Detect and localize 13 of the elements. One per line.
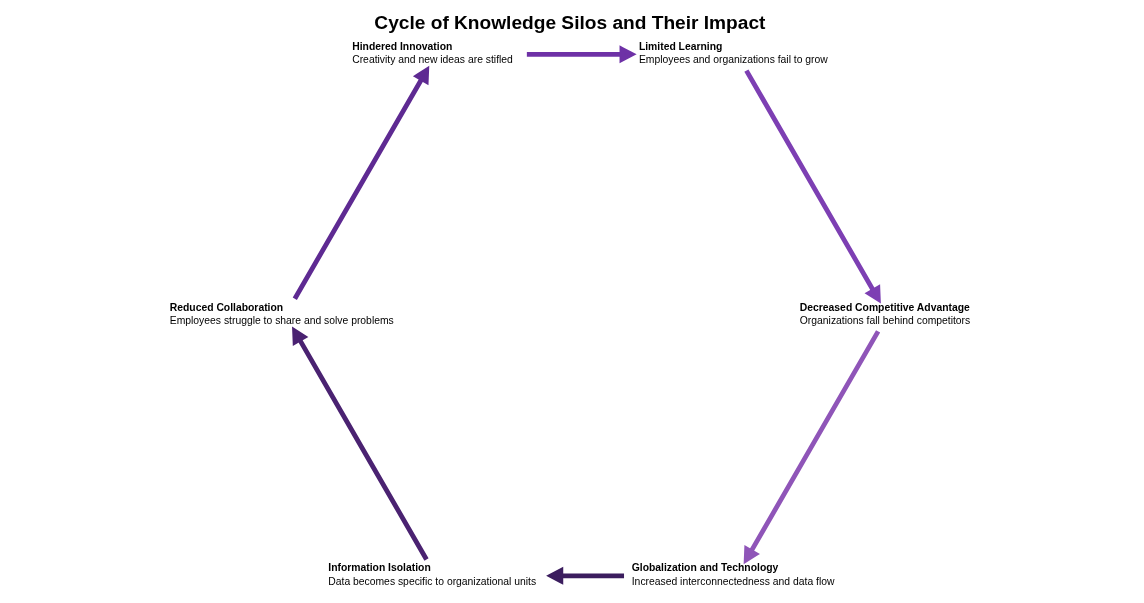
node-text: Decreased Competitive Advantage Organizations fall behind competitors [799,301,970,327]
arrow [292,65,429,300]
diagram-title: Cycle of Knowledge Silos and Their Impact [373,11,765,33]
node-text: Reduced Collaboration Employees struggle to share and solve problems [169,301,394,327]
arrow [743,69,881,304]
node-text: Globalization and Technology Increased interconnectedness and data flow [631,562,834,587]
arrow [291,326,429,561]
node-text: Information Isolation Data becomes specific to organizational units [327,562,536,587]
node-text: Hindered Innovation Creativity and new ideas are stifled [351,40,513,66]
arrow [526,45,637,64]
node-text: Limited Learning Employees and organizations fail to grow [638,40,828,66]
arrow [545,566,624,585]
arrow [743,330,880,565]
